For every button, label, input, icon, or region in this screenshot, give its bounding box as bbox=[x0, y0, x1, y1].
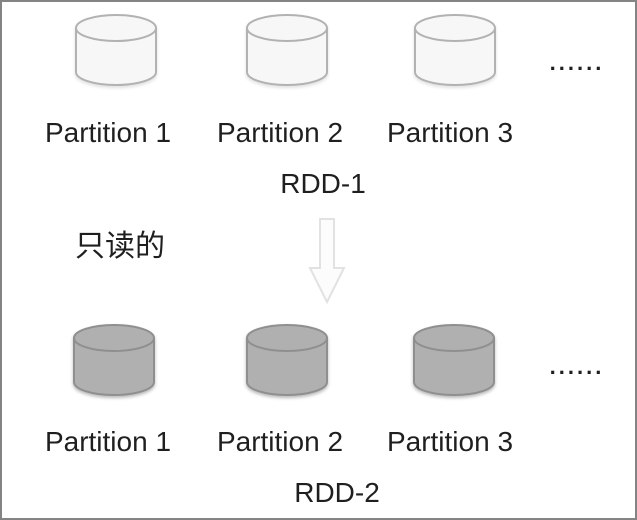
rdd2-partition3-cylinder-icon bbox=[413, 324, 495, 396]
cylinder-body bbox=[246, 28, 328, 86]
rdd2-partition1-label: Partition 1 bbox=[44, 426, 172, 457]
rdd1-partition3-cylinder-icon bbox=[414, 14, 496, 86]
rdd2-partition2-label: Partition 2 bbox=[216, 426, 344, 457]
cylinder-top-ellipse bbox=[246, 14, 328, 42]
rdd1-partition1-label: Partition 1 bbox=[44, 117, 172, 148]
rdd2-title: RDD-2 bbox=[294, 477, 380, 508]
rdd1-partition1-cylinder-icon bbox=[75, 14, 157, 86]
cylinder-body bbox=[73, 338, 155, 396]
down-arrow-shape bbox=[308, 218, 346, 304]
rdd1-more-partitions-ellipsis: ...... bbox=[549, 50, 605, 75]
cylinder-body bbox=[246, 338, 328, 396]
rdd1-title: RDD-1 bbox=[280, 168, 366, 199]
cylinder-body bbox=[413, 338, 495, 396]
rdd2-partition3-label: Partition 3 bbox=[386, 426, 514, 457]
cylinder-top-ellipse bbox=[73, 324, 155, 352]
cylinder-body bbox=[75, 28, 157, 86]
cylinder-top-ellipse bbox=[246, 324, 328, 352]
cylinder-top-ellipse bbox=[413, 324, 495, 352]
down-arrow-icon bbox=[308, 218, 346, 304]
rdd2-partition1-cylinder-icon bbox=[73, 324, 155, 396]
cylinder-body bbox=[414, 28, 496, 86]
rdd1-partition2-cylinder-icon bbox=[246, 14, 328, 86]
rdd2-partition2-cylinder-icon bbox=[246, 324, 328, 396]
rdd1-partition3-label: Partition 3 bbox=[386, 117, 514, 148]
cylinder-top-ellipse bbox=[414, 14, 496, 42]
cylinder-top-ellipse bbox=[75, 14, 157, 42]
rdd2-more-partitions-ellipsis: ...... bbox=[549, 354, 605, 379]
rdd1-partition2-label: Partition 2 bbox=[216, 117, 344, 148]
read-only-annotation: 只读的 bbox=[75, 230, 165, 263]
